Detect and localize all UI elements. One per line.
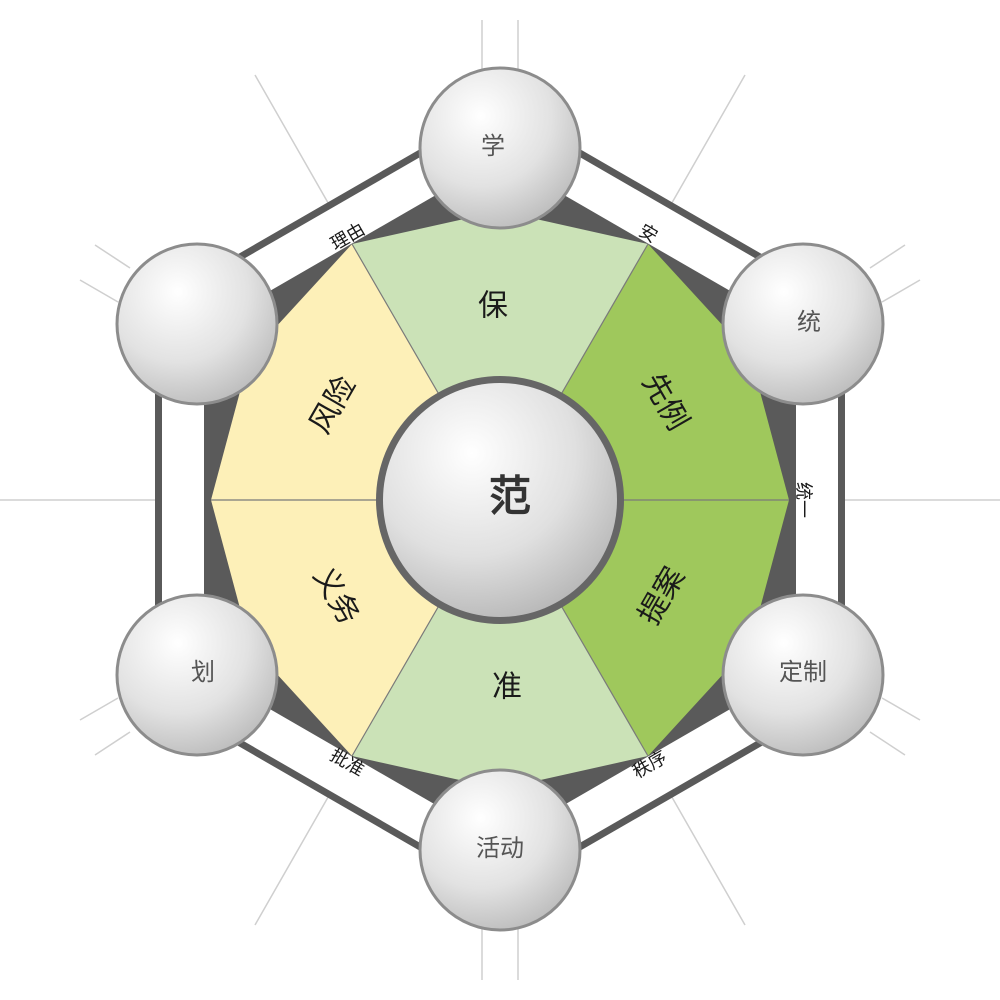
segment-bottom bbox=[352, 500, 648, 789]
ray-lr-a bbox=[881, 697, 921, 721]
ray-ur-b bbox=[881, 279, 921, 303]
ray-upper-left-diag bbox=[254, 74, 336, 216]
center-sphere bbox=[383, 383, 617, 617]
segment-top bbox=[352, 211, 648, 500]
node-sphere-bottom bbox=[418, 768, 582, 932]
node-upper-left[interactable] bbox=[115, 242, 279, 406]
segment-label-bottom: 准 bbox=[492, 670, 522, 705]
ray-upper-right-diag bbox=[664, 74, 746, 216]
ray-ur-a bbox=[869, 244, 906, 269]
background-rays bbox=[0, 20, 1000, 980]
node-sphere-lower-left bbox=[115, 593, 279, 757]
node-sphere-lower-right bbox=[721, 593, 885, 757]
ray-lower-right-diag bbox=[664, 784, 746, 926]
node-label-lower-left: 划 bbox=[191, 658, 215, 686]
node-sphere-upper-right bbox=[721, 242, 885, 406]
ray-lower-left-diag bbox=[254, 784, 336, 926]
node-lower-right[interactable]: 定制 bbox=[721, 593, 885, 757]
node-label-top: 学 bbox=[481, 132, 505, 160]
node-sphere-top bbox=[418, 66, 582, 230]
ray-ul-a bbox=[94, 244, 131, 269]
node-lower-left[interactable]: 划 bbox=[115, 593, 279, 757]
node-bottom[interactable]: 活动 bbox=[418, 768, 582, 932]
node-label-lower-right: 定制 bbox=[779, 658, 827, 686]
ray-ul-b bbox=[79, 279, 119, 303]
ray-ll-a bbox=[79, 697, 119, 721]
node-label-upper-right: 统 bbox=[797, 308, 821, 336]
node-top[interactable]: 学 bbox=[418, 66, 582, 230]
node-label-bottom: 活动 bbox=[476, 834, 524, 862]
ray-lr-b bbox=[869, 731, 906, 756]
node-sphere-upper-left bbox=[115, 242, 279, 406]
ray-ll-b bbox=[94, 731, 131, 756]
node-upper-right[interactable]: 统 bbox=[721, 242, 885, 406]
segment-label-top: 保 bbox=[478, 289, 508, 324]
center-label: 范 bbox=[489, 472, 531, 521]
edge-label-right: 统一 bbox=[793, 482, 814, 518]
